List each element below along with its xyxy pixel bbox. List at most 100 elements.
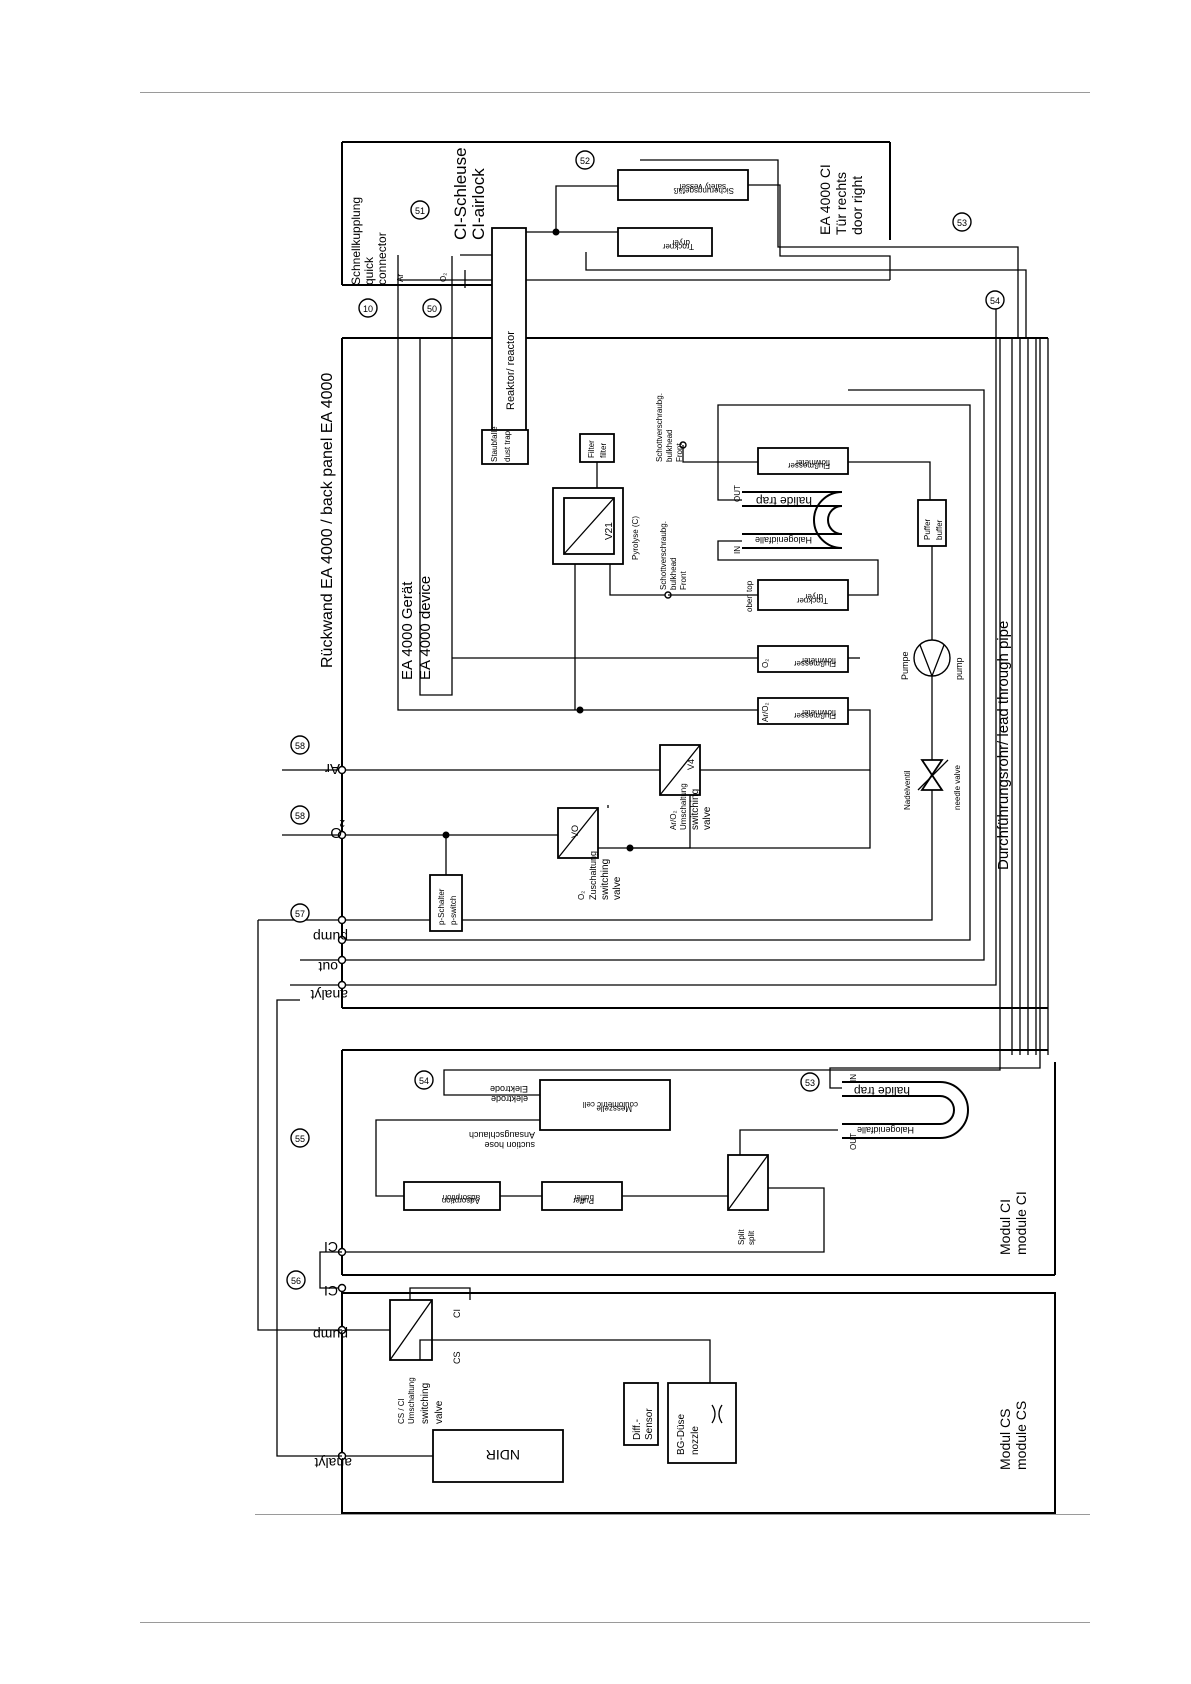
node-markers: 10 50 51 52 53 54 58 58 57 55 56 54 53 bbox=[286, 150, 1005, 1290]
split-label-1: Split bbox=[737, 1229, 746, 1245]
adsorb-label-1: Adsorption bbox=[442, 1196, 480, 1205]
header-rule bbox=[140, 92, 1090, 93]
port-ci-2: CI bbox=[324, 1283, 338, 1299]
buffer-device bbox=[917, 499, 947, 547]
adsorb-label-2: adsorption bbox=[443, 1193, 480, 1202]
buffer-ci-label-1: Puffer bbox=[572, 1196, 594, 1205]
device-ports bbox=[258, 765, 347, 990]
module-cs-label-1: Modul CS bbox=[997, 1409, 1013, 1470]
o2-sw-4: valve bbox=[612, 876, 623, 900]
lead-pipe bbox=[1011, 338, 1049, 1055]
electrode-label-1: Elektrode bbox=[490, 1084, 528, 1094]
module-cs-frame bbox=[341, 1292, 1056, 1514]
svg-text:57: 57 bbox=[295, 909, 305, 919]
vo-label: VO bbox=[570, 825, 580, 838]
pump-de: Pumpe bbox=[900, 651, 910, 680]
flow-o2-label-2: flowmeter bbox=[801, 656, 836, 665]
port-ci: CI bbox=[324, 1239, 338, 1255]
flowmeter-pump bbox=[757, 447, 849, 475]
port-analyt: analyt bbox=[311, 987, 348, 1003]
filter-label-1: Filter bbox=[587, 440, 596, 458]
flow-aro2-label-1: Flußmesser bbox=[793, 711, 836, 720]
footer-rule-upper bbox=[255, 1514, 1090, 1515]
diff-label-2: Sensor bbox=[644, 1408, 655, 1440]
flow-o2-label-1: Flußmesser bbox=[793, 659, 836, 668]
split-label-2: split bbox=[747, 1230, 756, 1245]
top-label: oben top bbox=[745, 580, 754, 612]
pump-symbol bbox=[913, 639, 951, 677]
dust-trap-label-2: dust trap bbox=[503, 430, 512, 462]
device-label-en: EA 4000 device bbox=[417, 576, 434, 680]
halide-ci-en: halide trap bbox=[854, 1084, 910, 1098]
diff-label-1: Diff.- bbox=[632, 1419, 643, 1440]
pswitch-label-1: p-Schalter bbox=[437, 888, 446, 925]
cs-sw-3: switching bbox=[420, 1383, 431, 1424]
svg-text:53: 53 bbox=[957, 218, 967, 228]
module-ci-label-1: Modul CI bbox=[997, 1199, 1013, 1255]
flowmeter-aro2 bbox=[757, 697, 849, 725]
bulkhead-2-label-2: bulkhead bbox=[665, 430, 674, 462]
door-label-2: Tür rechts bbox=[833, 172, 849, 235]
bulkhead-1-label-1: Schottverschraubg. bbox=[659, 521, 668, 590]
flow-pump-label-2: flowmeter bbox=[795, 458, 830, 467]
v21-label: V21 bbox=[604, 522, 615, 540]
pyro-label: Pyrolyse (C) bbox=[631, 516, 640, 560]
svg-text:58: 58 bbox=[295, 741, 305, 751]
dryer-device-label-1: Trockner bbox=[796, 596, 828, 605]
port-o2-sub: 2 bbox=[339, 817, 345, 828]
buffer-device-label-1: Puffer bbox=[923, 518, 932, 540]
cs-sw-1: CS / CI bbox=[397, 1398, 406, 1424]
o2-sw-2: Zuschaltung bbox=[588, 851, 598, 900]
needle-de: Nadelventil bbox=[903, 770, 912, 810]
flow-aro2-gas: Ar/O₂ bbox=[761, 702, 770, 722]
module-cs-label-2: module CS bbox=[1013, 1401, 1029, 1470]
reactor-label: Reaktor/ reactor bbox=[505, 331, 517, 410]
filter-label-2: filter bbox=[599, 443, 608, 458]
ar-small: Ar bbox=[396, 274, 405, 282]
safety-label-2: safety vessel bbox=[680, 182, 726, 191]
svg-text:58: 58 bbox=[295, 811, 305, 821]
halide-device-de: Halogenidfalle bbox=[755, 535, 812, 545]
v4-label: V4 bbox=[686, 759, 696, 770]
suction-label-2: suction hose bbox=[484, 1140, 535, 1150]
module-ci-frame bbox=[341, 1049, 1056, 1276]
door-label-1: EA 4000 CI bbox=[817, 164, 833, 235]
ndir bbox=[432, 1429, 564, 1483]
bg-nozzle bbox=[667, 1382, 737, 1464]
cell-label-2: coulometric cell bbox=[583, 1100, 638, 1109]
adsorption bbox=[403, 1181, 501, 1211]
svg-text:56: 56 bbox=[291, 1276, 301, 1286]
dryer-device-label-2: dryer bbox=[804, 592, 823, 601]
bulkhead-2-label-3: Front bbox=[675, 443, 684, 462]
suction-label-1: Ansaugschlauch bbox=[469, 1130, 535, 1140]
dryer-airlock-label-1: Trockner bbox=[662, 242, 694, 251]
back-panel-label: Rückwand EA 4000 / back panel EA 4000 bbox=[319, 373, 336, 668]
p-switch bbox=[429, 874, 463, 932]
footer-rule-lower bbox=[140, 1622, 1090, 1623]
cs-sw-4: valve bbox=[434, 1400, 445, 1424]
halide-device-en: halide trap bbox=[756, 494, 812, 508]
needle-en: needle valve bbox=[953, 765, 962, 810]
svg-text:52: 52 bbox=[580, 156, 590, 166]
port-pump-2: pump bbox=[313, 1327, 348, 1343]
safety-vessel bbox=[617, 169, 749, 201]
bg-label-1: BG-Düse bbox=[676, 1413, 687, 1455]
airlock-label-en: CI-airlock bbox=[469, 168, 488, 240]
port-pump: pump bbox=[313, 929, 348, 945]
halide-ci-de: Halogenidfalle bbox=[857, 1125, 914, 1135]
bg-label-2: nozzle bbox=[690, 1426, 701, 1455]
aro2-sw-2: Umschaltung bbox=[679, 783, 688, 830]
aro2-sw-4: valve bbox=[702, 806, 713, 830]
port-o2: O bbox=[330, 824, 342, 841]
device-frame bbox=[341, 337, 1048, 1009]
diff-sensor bbox=[623, 1382, 659, 1446]
aro2-sw-1: Ar/O₂ bbox=[669, 810, 678, 830]
svg-text:54: 54 bbox=[419, 1076, 429, 1086]
bulkhead-1-label-2: bulkhead bbox=[669, 558, 678, 590]
needle-valve bbox=[920, 759, 944, 777]
airlock-frame bbox=[341, 141, 891, 286]
module-ci-label-2: module CI bbox=[1013, 1191, 1029, 1255]
bulkhead-2-label-1: Schottverschraubg. bbox=[655, 393, 664, 462]
airlock-label-de: CI-Schleuse bbox=[451, 147, 470, 240]
